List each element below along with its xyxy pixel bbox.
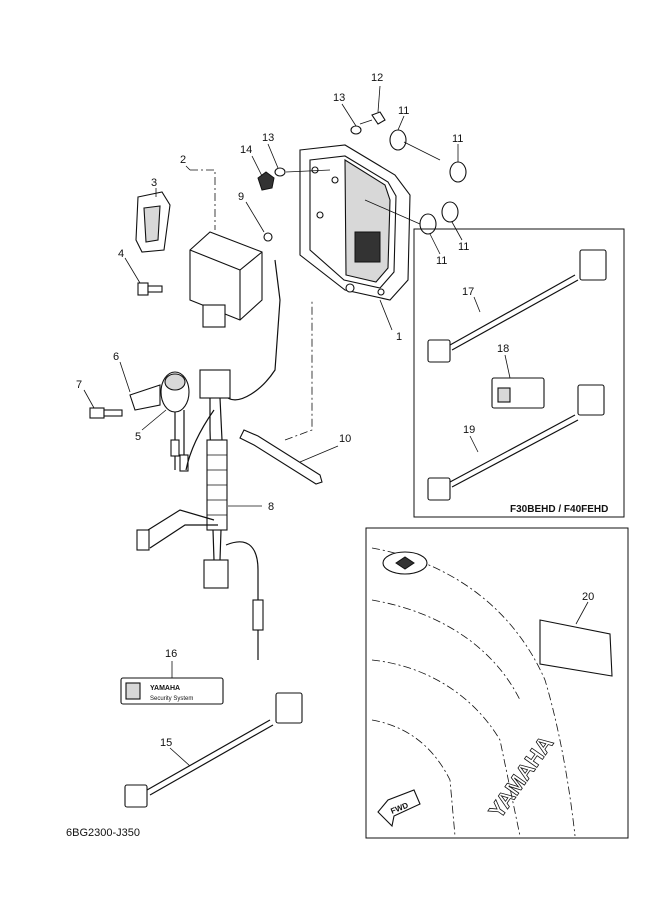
- callout-11d: 11: [458, 241, 469, 253]
- variant-label: F30BEHD / F40FEHD: [510, 504, 608, 515]
- leader-lines: [83, 85, 589, 767]
- callout-16: 16: [165, 648, 177, 660]
- callout-6: 6: [113, 351, 119, 363]
- callout-5: 5: [135, 431, 141, 443]
- lead-wire-17: [427, 249, 607, 363]
- callout-10: 10: [339, 433, 351, 445]
- callout-20: 20: [582, 591, 594, 603]
- decal-brand: YAMAHA: [150, 685, 180, 692]
- callout-7: 7: [76, 379, 82, 391]
- callout-11c: 11: [436, 255, 447, 267]
- callout-12: 12: [371, 72, 383, 84]
- callout-1: 1: [396, 331, 402, 343]
- cover-part: [135, 191, 171, 253]
- callout-3: 3: [151, 177, 157, 189]
- connector-18: [491, 377, 545, 409]
- callout-8: 8: [268, 501, 274, 513]
- callout-13b: 13: [262, 132, 274, 144]
- cdi-unit: [189, 169, 263, 328]
- callout-numbers: 1 2 3 4 5 6 7 8 9 10 11 11 11 11 12 13 1…: [76, 72, 594, 749]
- lead-wire-19: [427, 384, 605, 501]
- callout-17: 17: [462, 286, 474, 298]
- callout-11a: 11: [398, 105, 409, 117]
- callout-11b: 11: [452, 133, 463, 145]
- lead-wire-15: [124, 692, 303, 808]
- callout-4: 4: [118, 248, 124, 260]
- callout-9: 9: [238, 191, 244, 203]
- cowling-box: [365, 527, 629, 839]
- cable-tie: [239, 300, 323, 485]
- security-decal: YAMAHA Security System: [120, 677, 224, 705]
- diagram-code: 6BG2300-J350: [66, 827, 140, 839]
- callout-2: 2: [180, 154, 186, 166]
- callout-13a: 13: [333, 92, 345, 104]
- wire-harness: [136, 259, 281, 660]
- callout-19: 19: [463, 424, 475, 436]
- bolt-part-4: [137, 282, 163, 296]
- callout-18: 18: [497, 343, 509, 355]
- callout-14: 14: [240, 144, 252, 156]
- decal-text: Security System: [150, 696, 193, 702]
- cowling-brand: YAMAHA: [484, 731, 559, 823]
- housing-bracket: [299, 144, 411, 301]
- buzzer-assembly: [89, 371, 190, 472]
- callout-15: 15: [160, 737, 172, 749]
- cowling: FWD YAMAHA: [371, 547, 613, 837]
- variant-box: [413, 228, 625, 518]
- ground-lead: [263, 232, 273, 242]
